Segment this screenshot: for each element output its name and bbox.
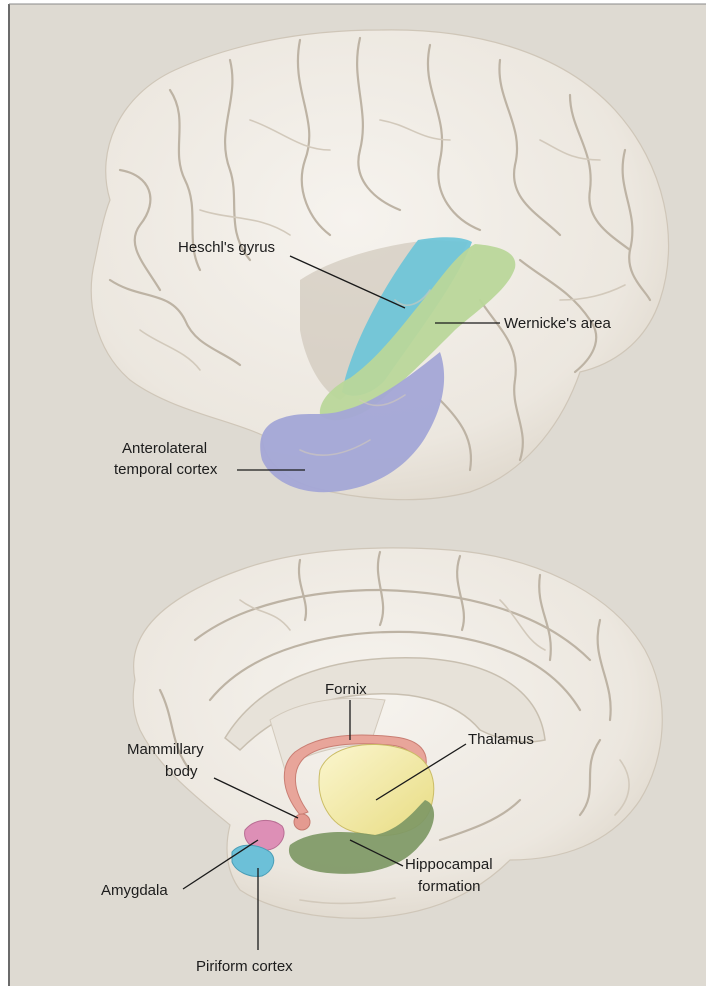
anterolateral-label-line1: Anterolateral [122, 440, 207, 457]
mammillary-body-label-line1: Mammillary [127, 741, 204, 758]
wernickes-area-label: Wernicke's area [504, 315, 611, 332]
heschls-gyrus-label: Heschl's gyrus [178, 239, 275, 256]
piriform-cortex-label: Piriform cortex [196, 958, 293, 975]
mammillary-body-region [294, 814, 310, 830]
fornix-label: Fornix [325, 681, 367, 698]
mammillary-body-label-line2: body [165, 763, 198, 780]
thalamus-label: Thalamus [468, 731, 534, 748]
hippocampal-formation-label-line1: Hippocampal [405, 856, 493, 873]
hippocampal-formation-label-line2: formation [418, 878, 481, 895]
amygdala-label: Amygdala [101, 882, 168, 899]
anterolateral-label-line2: temporal cortex [114, 461, 218, 478]
